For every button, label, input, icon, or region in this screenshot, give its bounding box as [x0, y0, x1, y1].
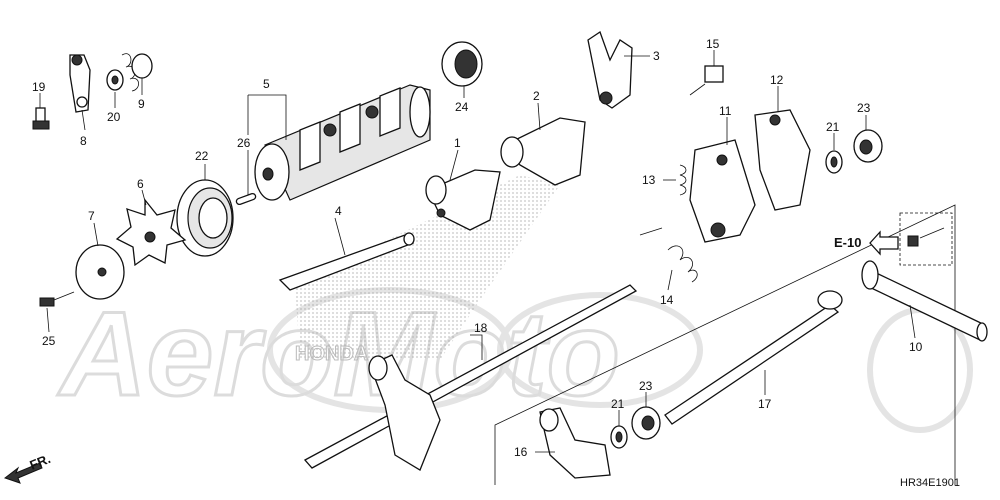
part-8-stopper-arm — [69, 54, 91, 113]
part-21-washer-upper — [825, 150, 843, 174]
callout-2: 2 — [533, 89, 540, 103]
callout-17: 17 — [758, 397, 772, 411]
part-11-guide-plate — [689, 139, 756, 243]
part-12-stopper-plate — [754, 109, 811, 211]
callout-3: 3 — [653, 49, 660, 63]
callout-9: 9 — [138, 97, 145, 111]
figure-code: HR34E1901 — [900, 477, 960, 489]
callout-18: 18 — [474, 321, 488, 335]
leader-lines — [39, 50, 916, 453]
callout-6: 6 — [137, 177, 144, 191]
callout-14: 14 — [660, 293, 674, 307]
part-24-bearing — [441, 41, 483, 87]
callout-13: 13 — [642, 173, 656, 187]
callout-15: 15 — [706, 37, 720, 51]
part-10-shift-spindle — [861, 260, 988, 342]
part-25-bolt — [39, 291, 75, 307]
callout-7: 7 — [88, 209, 95, 223]
part-22-bearing — [176, 179, 234, 257]
part-9-spring — [121, 53, 153, 92]
part-4-fork-shaft — [278, 232, 415, 291]
callout-21-upper: 21 — [826, 120, 840, 134]
part-2-shift-fork — [500, 117, 586, 186]
part-17-spindle-shaft — [664, 290, 843, 425]
part-23-bearing-lower — [631, 406, 661, 440]
callout-16: 16 — [514, 445, 528, 459]
part-26-pin — [235, 192, 257, 206]
e10-reference: E-10 — [834, 212, 953, 266]
callout-11: 11 — [719, 104, 732, 118]
callout-21-lower: 21 — [611, 397, 625, 411]
callout-25: 25 — [42, 334, 56, 348]
callout-10: 10 — [909, 340, 923, 354]
subassembly-boundary — [494, 204, 956, 485]
callout-4: 4 — [335, 204, 342, 218]
part-19-bolt — [32, 107, 50, 130]
front-direction-arrow: FR. — [3, 451, 53, 484]
callout-20: 20 — [107, 110, 121, 124]
part-18-shaft-fork — [303, 284, 638, 471]
part-15-guide-pin — [689, 65, 724, 96]
callout-22: 22 — [195, 149, 209, 163]
callout-numbers: 19 8 20 9 5 26 22 24 6 7 25 4 1 2 3 15 1… — [32, 37, 923, 459]
part-5-shift-drum — [254, 84, 431, 201]
callout-26: 26 — [237, 136, 251, 150]
part-1-shift-fork — [425, 169, 501, 231]
e10-label: E-10 — [834, 235, 861, 250]
callout-8: 8 — [80, 134, 87, 148]
part-13-spring — [679, 164, 687, 196]
front-direction-label: FR. — [28, 451, 53, 473]
part-21-washer-lower — [610, 425, 628, 449]
honda-wing-pattern — [295, 175, 560, 360]
part-23-bearing-upper — [853, 129, 883, 163]
callout-23-upper: 23 — [857, 101, 871, 115]
callout-23-lower: 23 — [639, 379, 653, 393]
callout-12: 12 — [770, 73, 784, 87]
callout-1: 1 — [454, 136, 461, 150]
part-20-washer — [106, 69, 124, 91]
callout-24: 24 — [455, 100, 469, 114]
honda-brand-text: HONDA — [295, 343, 368, 365]
callout-5: 5 — [263, 77, 270, 91]
part-6-star-cam — [115, 198, 187, 267]
part-3-shift-fork — [587, 30, 633, 109]
part-7-plate — [75, 244, 125, 300]
part-16-shift-arm — [539, 407, 611, 479]
callout-19: 19 — [32, 80, 46, 94]
part-14-spring — [639, 227, 698, 283]
